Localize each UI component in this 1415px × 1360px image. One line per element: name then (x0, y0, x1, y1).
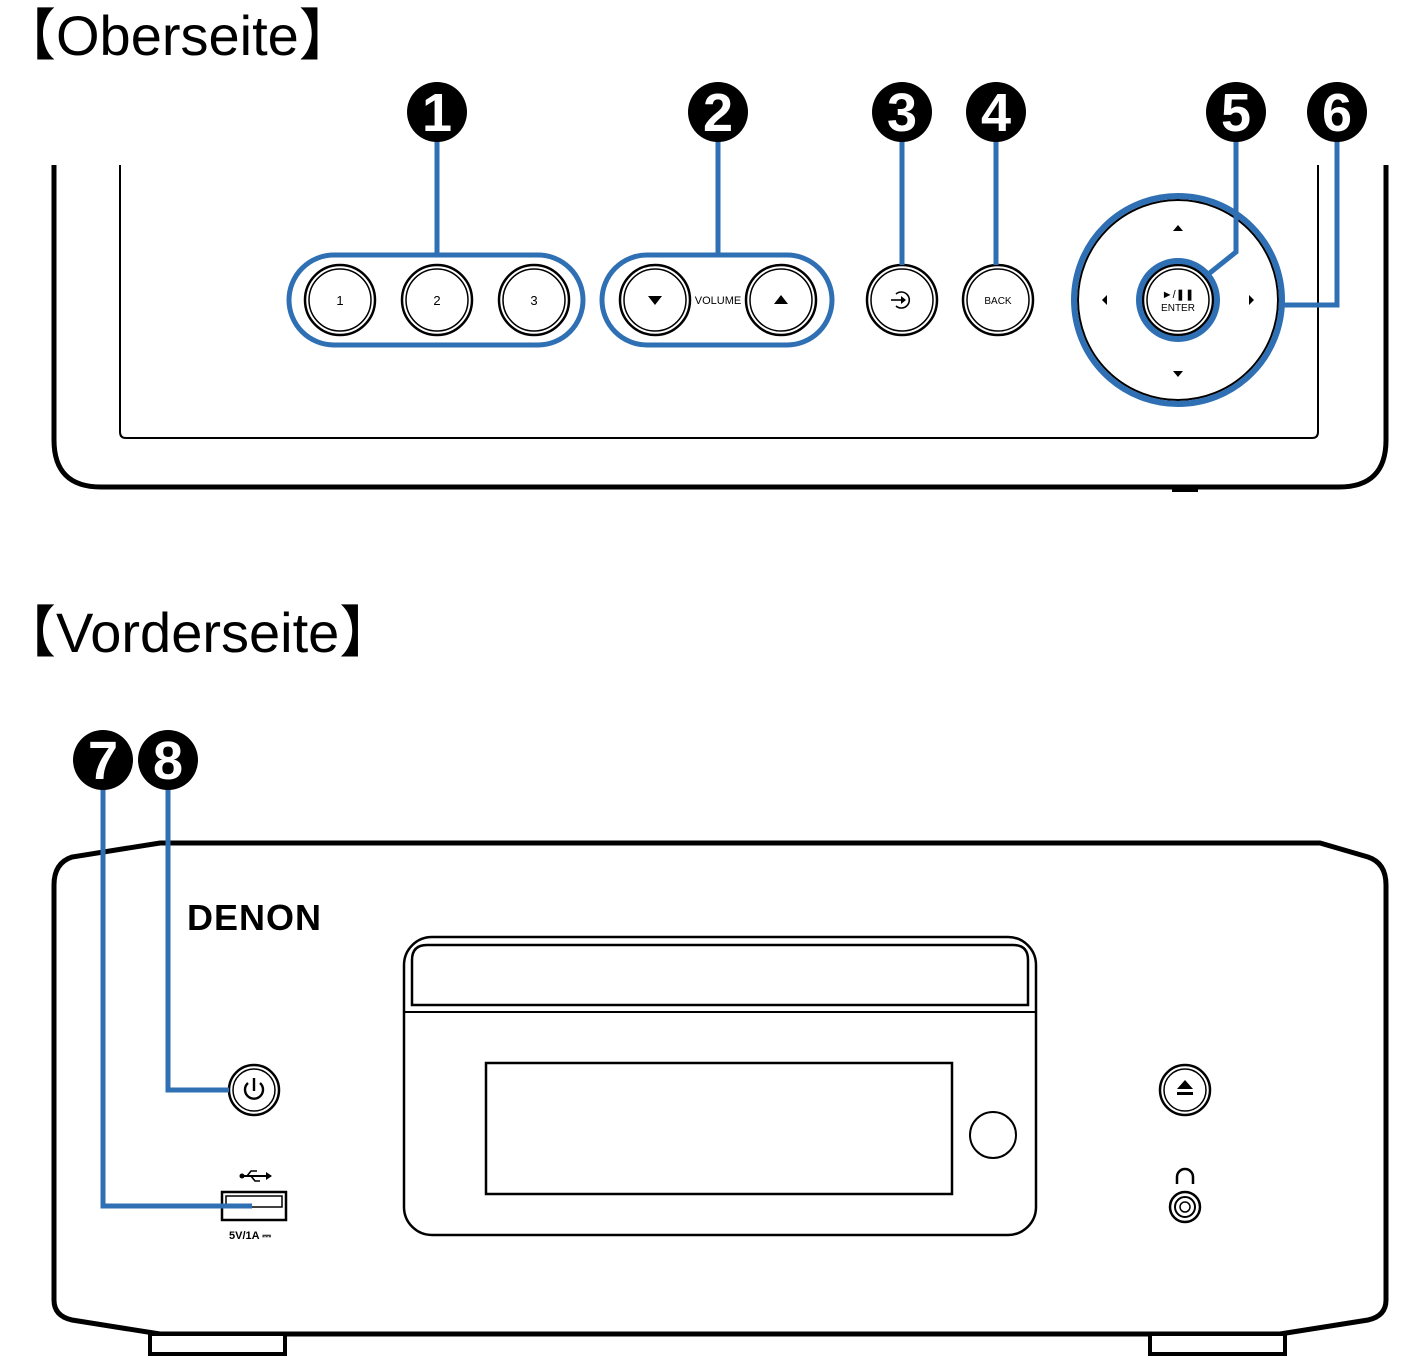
callout-line-8 (165, 783, 229, 1093)
front-body-outline (51, 840, 1389, 1337)
svg-text:4: 4 (981, 83, 1011, 143)
disc-slot[interactable] (410, 943, 1030, 1007)
preset-button-3[interactable]: 3 (497, 263, 571, 337)
back-button[interactable]: BACK (961, 263, 1035, 337)
preset-button-2[interactable]: 2 (400, 263, 474, 337)
svg-text:7: 7 (88, 731, 118, 791)
remote-sensor (969, 1111, 1017, 1159)
front-view: DENON 5V/1A ⎓ (51, 730, 1389, 1356)
usb-rating-label: 5V/1A ⎓ (229, 1230, 271, 1242)
callout-badge-3: 3 (872, 82, 932, 143)
callout-badge-5: 5 (1206, 82, 1266, 143)
top-panel-outline (119, 165, 1319, 439)
callout-badge-6: 6 (1307, 82, 1367, 143)
eject-icon (1177, 1080, 1193, 1095)
callout-badge-1: 1 (407, 82, 467, 143)
svg-text:6: 6 (1322, 83, 1352, 143)
top-body-outline (51, 165, 1389, 490)
enter-button[interactable]: ►/❚❚ ENTER (1141, 263, 1215, 337)
cursor-left-icon[interactable] (1102, 295, 1107, 305)
svg-text:5: 5 (1221, 83, 1251, 143)
source-button[interactable] (865, 263, 939, 337)
callout-badge-8: 8 (138, 730, 198, 791)
callout-badge-2: 2 (688, 82, 748, 143)
enter-button-highlight (1136, 258, 1220, 342)
right-foot (1148, 1332, 1287, 1356)
callout-badge-7: 7 (73, 730, 133, 791)
callout-line-5 (1204, 135, 1239, 278)
svg-text:1: 1 (422, 83, 452, 143)
power-icon (243, 1078, 265, 1100)
top-view: 1 2 3 VOLUME (51, 82, 1389, 492)
cursor-down-icon[interactable] (1173, 371, 1183, 377)
svg-text:2: 2 (703, 83, 733, 143)
enter-label: ENTER (1161, 303, 1195, 314)
cursor-pad-highlight (1071, 193, 1285, 407)
headphone-icon (1175, 1167, 1195, 1184)
preset-button-2-label: 2 (433, 293, 440, 308)
callout-line-6 (1282, 135, 1340, 308)
front-view-heading: 【Vorderseite】 (0, 601, 396, 664)
input-source-icon (891, 291, 911, 309)
eject-button[interactable] (1158, 1063, 1212, 1117)
top-view-heading: 【Oberseite】 (0, 4, 355, 67)
preset-button-1[interactable]: 1 (303, 263, 377, 337)
volume-label: VOLUME (695, 295, 741, 307)
callout-badge-4: 4 (966, 82, 1026, 143)
svg-text:8: 8 (153, 731, 183, 791)
power-button[interactable] (227, 1063, 281, 1117)
play-pause-icon: ►/❚❚ (1162, 289, 1194, 301)
callout-line-7 (100, 783, 252, 1209)
cursor-up-icon[interactable] (1173, 225, 1183, 231)
svg-text:3: 3 (887, 83, 917, 143)
headphone-jack[interactable] (1168, 1190, 1202, 1224)
brand-logo: DENON (187, 897, 322, 938)
triangle-up-icon (774, 295, 788, 304)
volume-up-button[interactable] (744, 263, 818, 337)
triangle-down-icon (648, 296, 662, 305)
cursor-right-icon[interactable] (1249, 295, 1254, 305)
usb-icon (239, 1170, 272, 1182)
preset-button-3-label: 3 (530, 293, 537, 308)
left-foot (148, 1332, 287, 1356)
rear-tab (1172, 487, 1198, 492)
volume-down-button[interactable] (618, 263, 692, 337)
preset-button-1-label: 1 (336, 293, 343, 308)
back-label: BACK (984, 296, 1012, 307)
display-window (484, 1061, 954, 1196)
